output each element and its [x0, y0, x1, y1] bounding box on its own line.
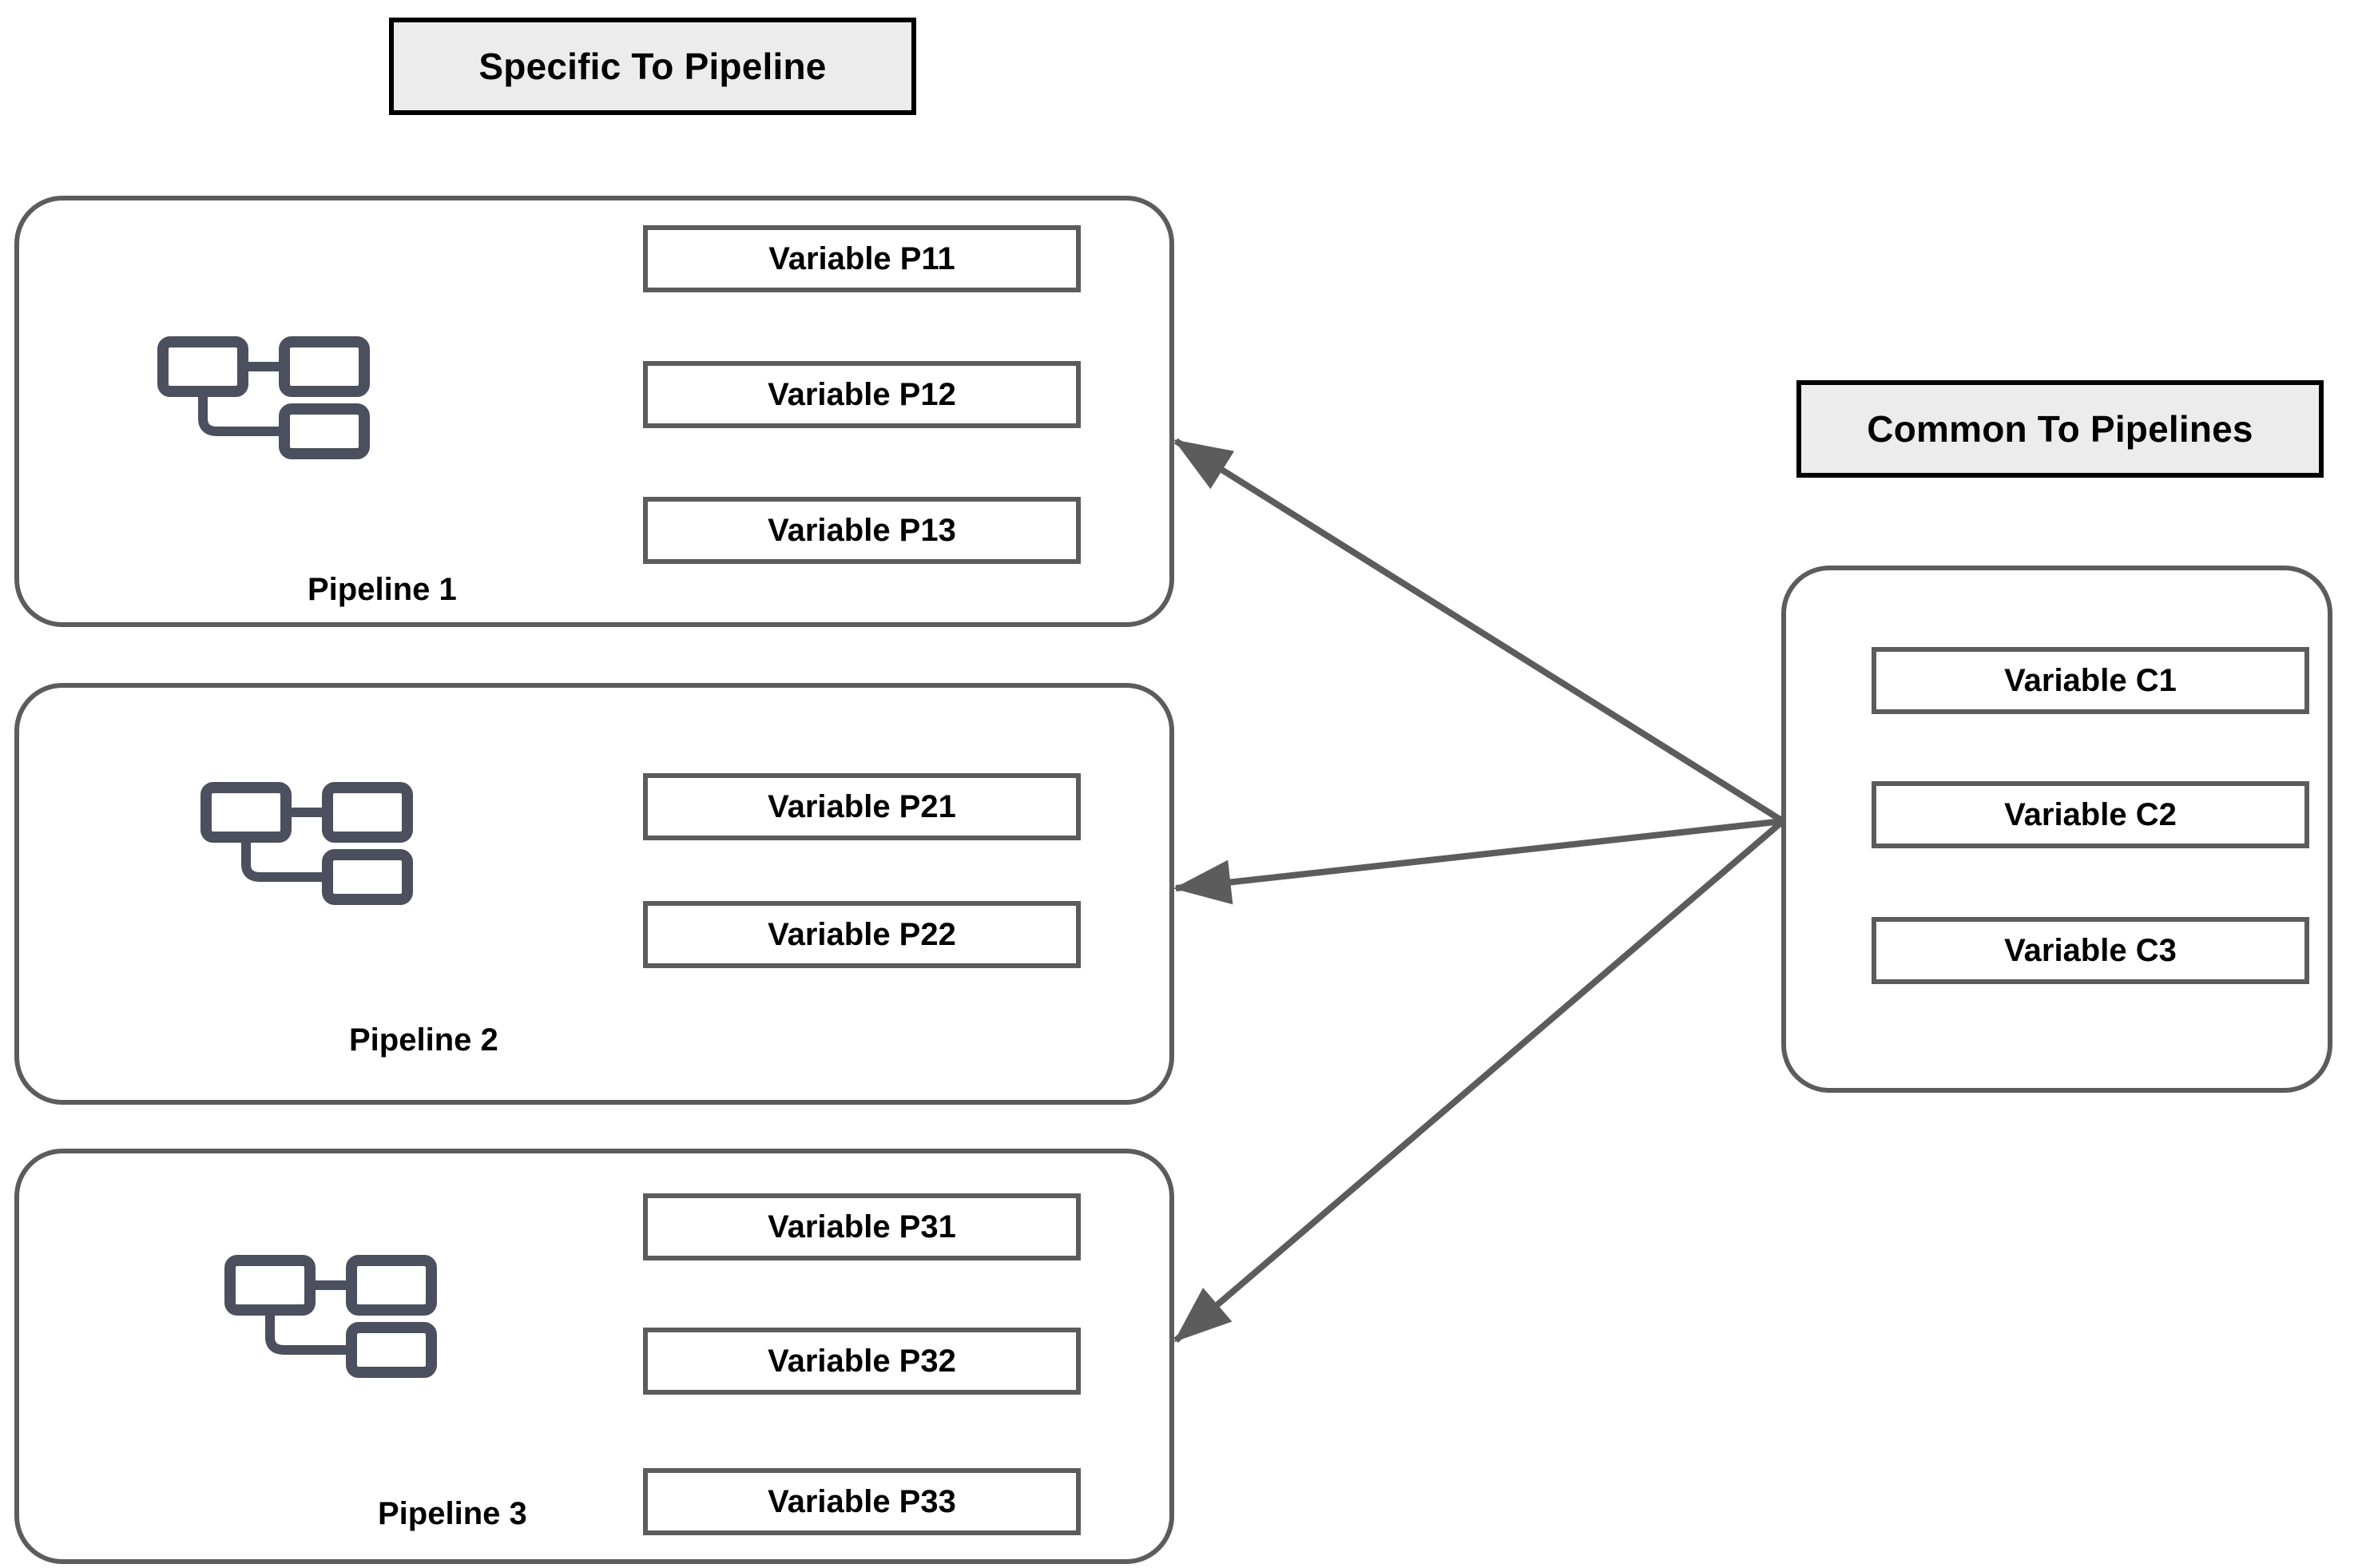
variable-box-p21[interactable]: Variable P21 [643, 773, 1081, 840]
arrow-common-to-pipeline-2 [1173, 818, 1784, 905]
pipeline-label-1: Pipeline 1 [308, 572, 457, 607]
variable-box-c3[interactable]: Variable C3 [1872, 917, 2309, 984]
variable-box-p31[interactable]: Variable P31 [643, 1193, 1081, 1260]
variable-box-p13[interactable]: Variable P13 [643, 497, 1081, 564]
variable-box-p32[interactable]: Variable P32 [643, 1328, 1081, 1395]
pipeline-label-2: Pipeline 2 [349, 1022, 498, 1058]
arrow-common-to-pipeline-3 [1173, 818, 1785, 1344]
banner-specific-to-pipeline: Specific To Pipeline [389, 18, 916, 115]
pipeline-group-2[interactable] [14, 683, 1174, 1105]
variable-box-p22[interactable]: Variable P22 [643, 901, 1081, 968]
variable-box-p33[interactable]: Variable P33 [643, 1468, 1081, 1535]
pipeline-label-3: Pipeline 3 [378, 1496, 527, 1531]
variable-box-c1[interactable]: Variable C1 [1872, 647, 2309, 714]
pipeline-nodes-icon [224, 1254, 438, 1382]
variable-box-p12[interactable]: Variable P12 [643, 361, 1081, 428]
banner-common-to-pipelines: Common To Pipelines [1796, 380, 2324, 478]
variable-box-p11[interactable]: Variable P11 [643, 225, 1081, 292]
variable-box-c2[interactable]: Variable C2 [1872, 781, 2309, 848]
pipeline-nodes-icon [200, 781, 414, 909]
pipeline-nodes-icon [157, 335, 371, 463]
arrow-common-to-pipeline-1 [1173, 438, 1785, 824]
